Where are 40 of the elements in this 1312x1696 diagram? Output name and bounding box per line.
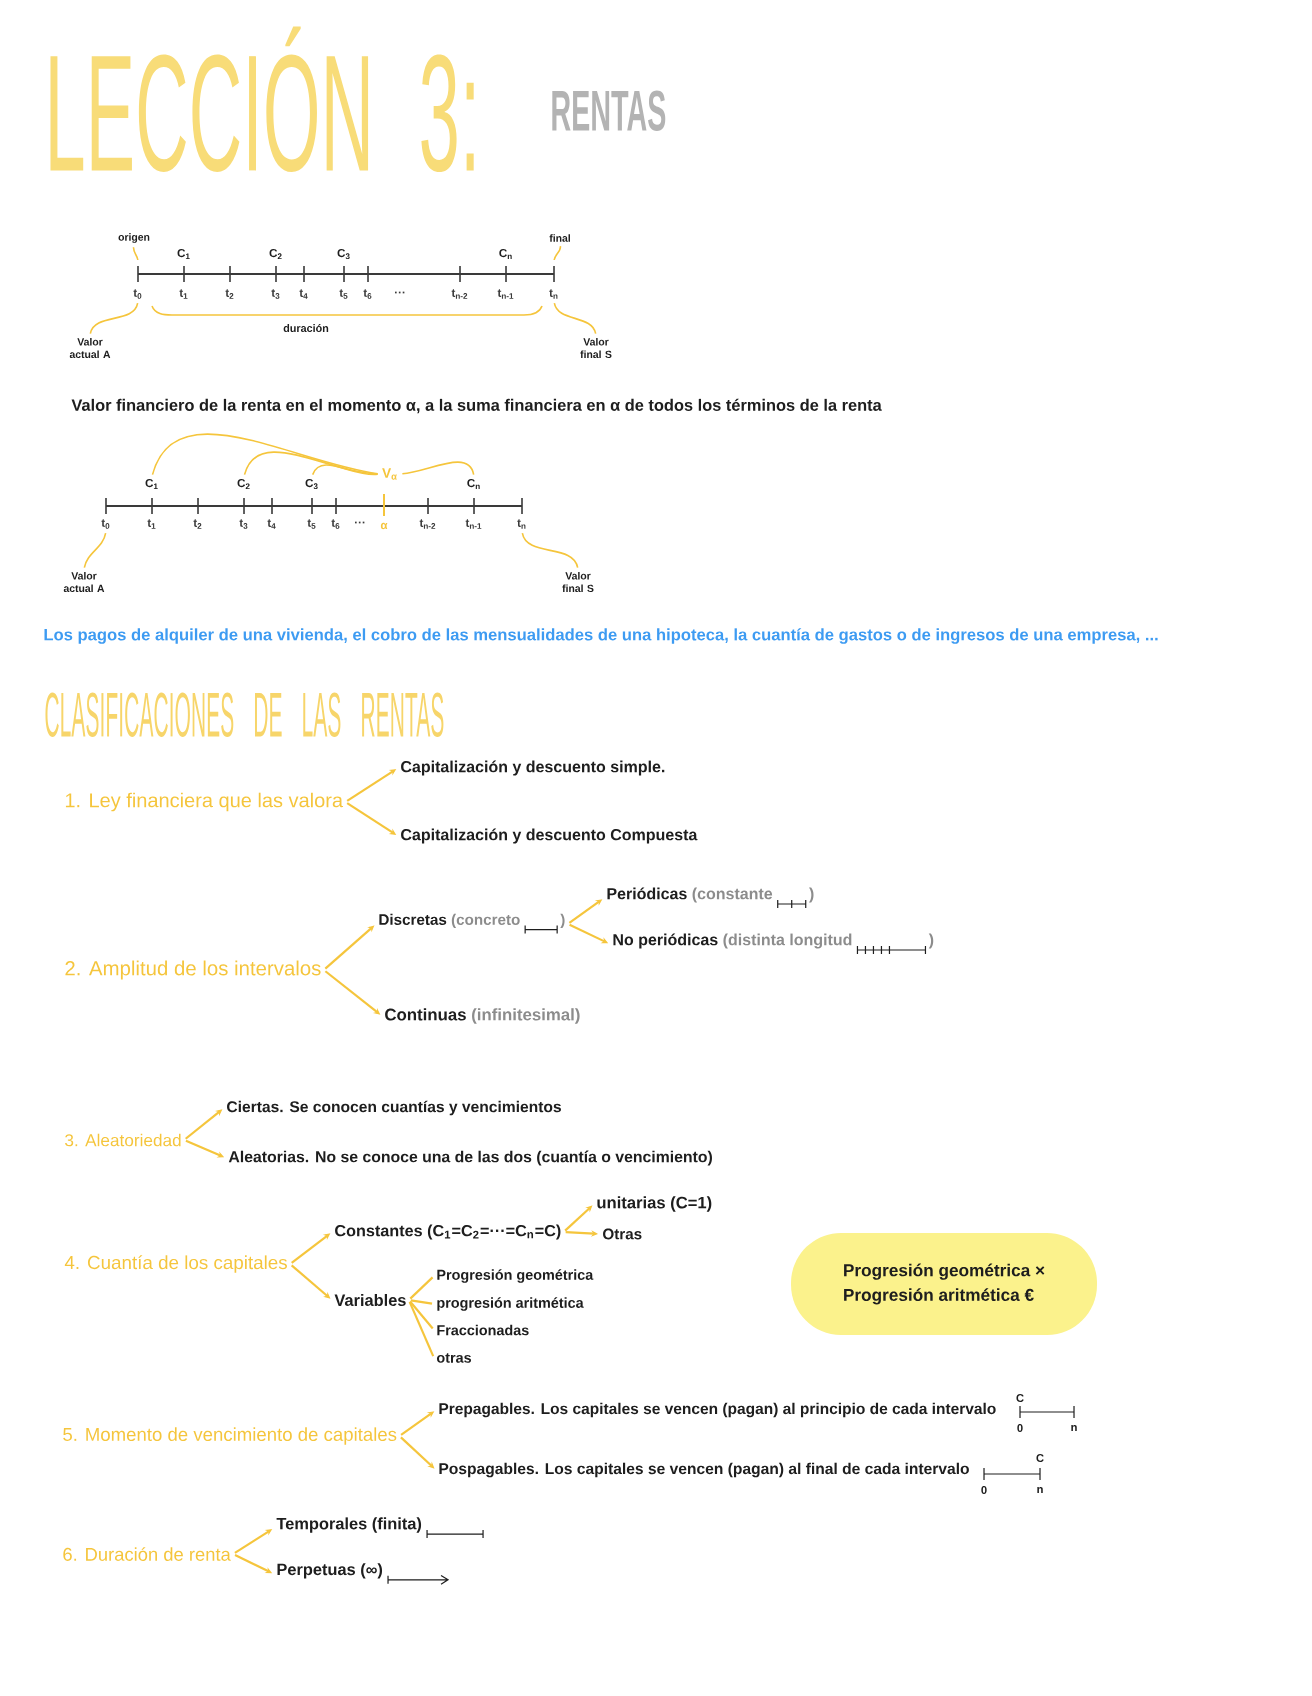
curved-connector [311, 464, 379, 476]
category-title: 6. Duración de renta [63, 1547, 231, 1561]
category-title: 5. Momento de vencimiento de capitales [63, 1427, 397, 1445]
class-label: Capitalización y descuento Compuesta [401, 828, 698, 844]
class-label: Constantes (C$_{1}$=C$_{2}$=···=C$_{n}$=C) [335, 1224, 561, 1240]
curved-connector [401, 461, 475, 476]
class-label: unitarias (C=1) [597, 1196, 712, 1212]
branch-line [410, 1299, 433, 1305]
example-text: Los pagos de alquiler de una vivienda, el cobro de las mensualidades de una hipoteca, la cuantía de gastos o de ingresos de una empresa, ... [44, 628, 1158, 644]
class-label: Capitalización y descuento simple. [401, 760, 665, 776]
subtitle: RENTAS [552, 90, 666, 131]
leader-line [553, 245, 562, 261]
category-title: 4. Cuantía de los capitales [64, 1255, 287, 1273]
class-label: Periódicas (constante ) [607, 887, 814, 909]
leader-line [553, 302, 597, 335]
branch-line [408, 1301, 435, 1357]
leader-line [83, 532, 107, 569]
class-label: Temporales (finita) [276, 1517, 484, 1539]
curved-connector [243, 451, 379, 476]
class-label: Perpetuas (∞) [277, 1563, 450, 1585]
leader-line [89, 302, 139, 335]
leader-line [521, 532, 579, 569]
highlight-pill: Progresión geométrica × Progresión aritmética € [791, 1233, 1097, 1335]
lesson-title: LECCIÓN 3: [50, 26, 474, 173]
class-label: Continuas (infinitesimal) [385, 1008, 580, 1024]
branch-arrow [400, 1436, 435, 1469]
category-title: 3. Aleatoriedad [65, 1133, 181, 1147]
branch-arrow [290, 1264, 331, 1299]
branch-arrow [564, 1205, 593, 1232]
category-title: 2. Amplitud de los intervalos [65, 960, 321, 980]
branch-line [409, 1300, 434, 1330]
section-heading: CLASIFICACIONES DE LAS RENTAS [45, 692, 444, 738]
curved-connector [151, 433, 379, 476]
class-label: No periódicas (distinta longitud ) [613, 933, 934, 955]
definition-text: Valor financiero de la renta en el momento α, a la suma financiera en α de todos los términos de la renta [71, 398, 882, 414]
class-label: Variables [334, 1294, 406, 1307]
category-title: 1. Ley financiera que las valora [65, 792, 344, 812]
branch-arrow [324, 925, 375, 970]
leader-line [132, 246, 139, 261]
branch-line [409, 1276, 434, 1300]
